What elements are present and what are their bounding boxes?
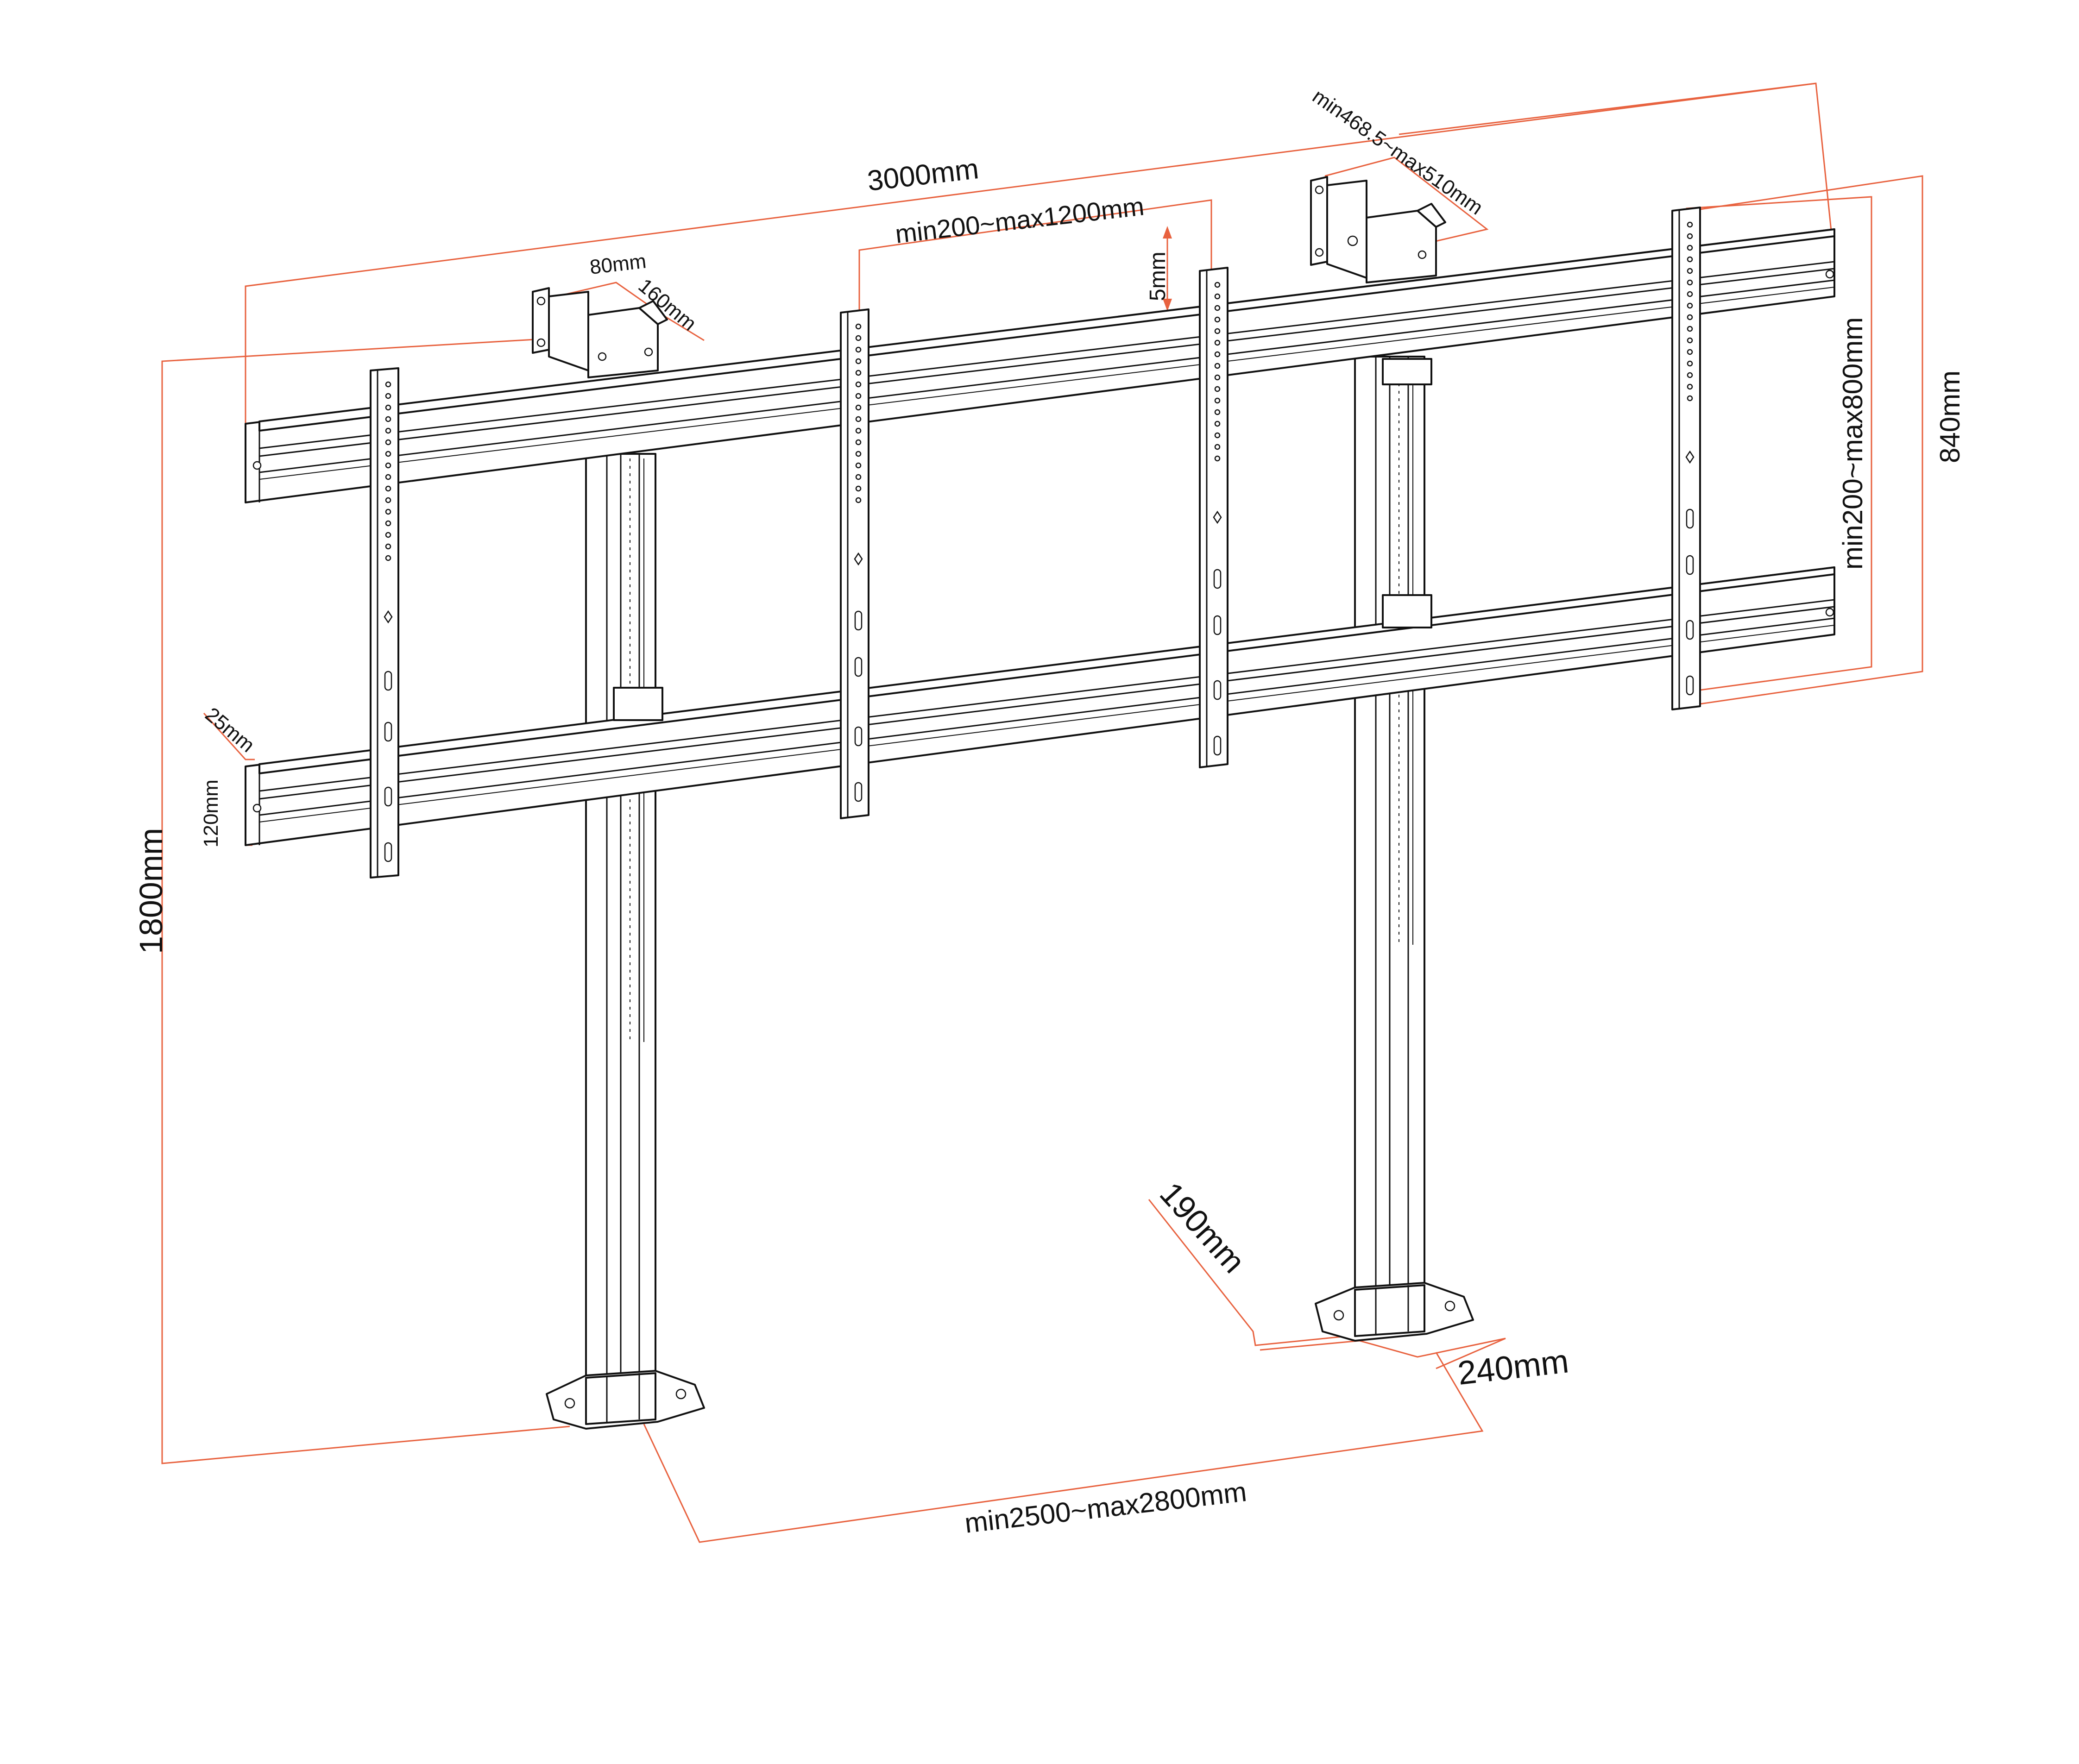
lower-rail [245,566,1835,846]
right-wall-bracket [1310,176,1446,283]
rail-height-label: 120mm [200,779,222,847]
left-pole [546,453,705,1430]
rail-spacing-dimension-line [1686,196,1872,691]
vesa-plate-3-holes [1213,282,1222,756]
fine-adjust-label: 5mm [1146,251,1170,301]
vesa-plate-2-holes [854,323,863,802]
total-width-dimension-line [245,82,1835,424]
bracket-width-label: 80mm [589,250,648,279]
pole-rail-clamps [613,358,1432,721]
base-width-label: 240mm [1456,1343,1571,1392]
vesa-plate-4-holes [1685,221,1695,696]
right-pole [1315,356,1474,1342]
vesa-plate-2 [840,308,869,819]
rail-spacing-label: min200~max800mm [1837,317,1868,570]
vesa-plate-1 [370,367,399,879]
vesa-plate-4 [1671,207,1701,710]
fine-adjust-arrowhead-top [1163,226,1172,239]
pole-spacing-label: min2500~max2800mm [963,1476,1248,1539]
wall-depth-dimension-line [1399,82,1816,135]
total-width-label: 3000mm [866,153,980,197]
base-depth-dimension-line [1148,1199,1372,1346]
outer-rail-span-label: 840mm [1934,370,1966,463]
vesa-plate-1-holes [384,381,393,862]
fine-adjust-arrowhead-bottom [1163,299,1172,311]
plate-spacing-dimension-line [858,199,1212,350]
upper-rail [245,228,1835,503]
pole-spacing-dimension-line [643,1352,1484,1543]
total-height-dimension-line [161,337,570,1464]
outer-span-dimension-line [1700,175,1923,705]
base-depth-label: 190mm [1153,1175,1252,1280]
stand-structure [245,176,1835,1430]
rail-offset-dimension-line [203,712,255,760]
rail-offset-label: 25mm [201,703,259,757]
left-wall-bracket [532,287,668,378]
right-bracket-depth-line [1324,157,1489,246]
base-width-dimension-line [1260,1337,1506,1369]
plate-spacing-label: min200~max1200mm [894,191,1146,249]
total-height-label: 1800mm [133,828,169,954]
vesa-plate-3 [1199,267,1228,768]
